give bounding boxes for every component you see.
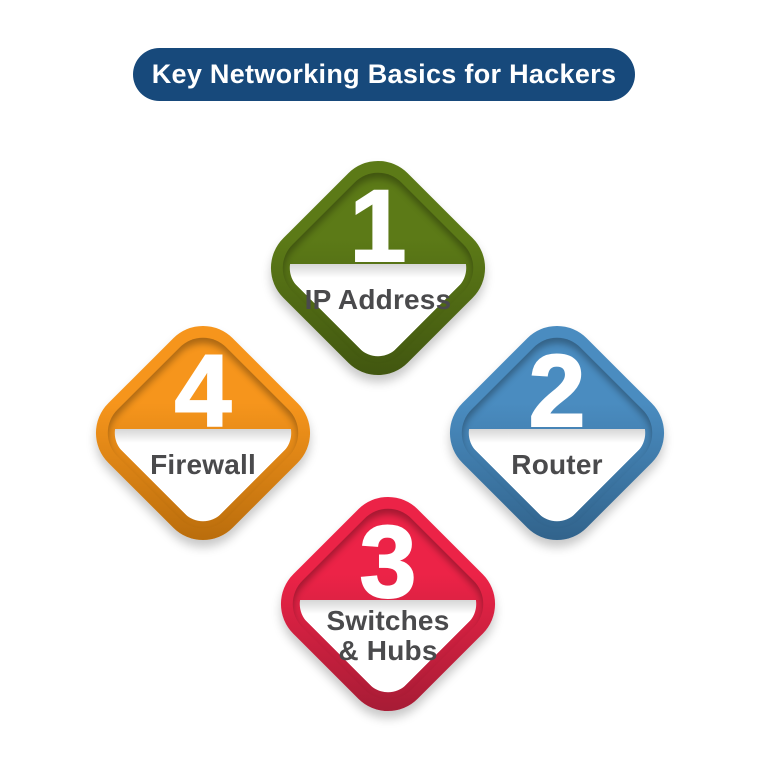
diamond-shape <box>78 308 328 558</box>
diamond-node-firewall: 4 Firewall <box>78 308 328 558</box>
page-title-banner: Key Networking Basics for Hackers <box>133 48 635 101</box>
page-title: Key Networking Basics for Hackers <box>151 59 617 89</box>
